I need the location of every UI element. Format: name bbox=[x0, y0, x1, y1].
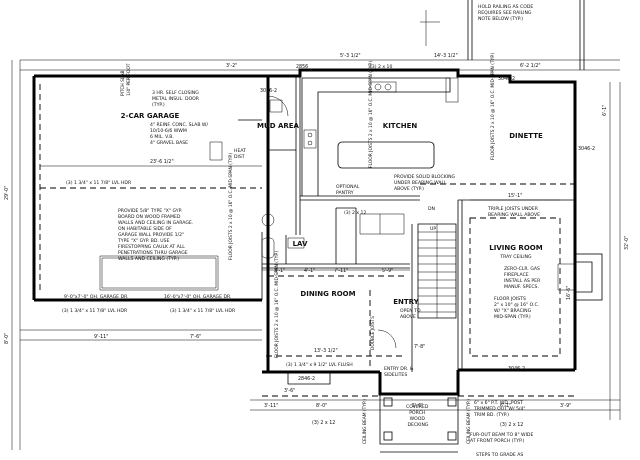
dinette-label: DINETTE bbox=[509, 132, 543, 140]
kitchen-area bbox=[301, 77, 575, 196]
dimension-mid-5: 9'-11" bbox=[94, 334, 108, 340]
window-tag: 3046-2 bbox=[508, 366, 525, 372]
open-to-above-note: OPEN TO ABOVE bbox=[400, 308, 422, 320]
furout-note: FUR-OUT BEAM TO 8" WIDE AT FRONT PORCH (… bbox=[470, 432, 535, 444]
beam-small-label: (3) 2 x 12 bbox=[344, 210, 366, 216]
dimension-bottom-2: 8'-0" bbox=[316, 403, 327, 409]
lav-stair-area bbox=[261, 213, 457, 319]
window-tag: 3046-2 bbox=[260, 88, 277, 94]
garage-door-2-label: 16'-0"x7'-0" OH. GARAGE DR. bbox=[164, 294, 232, 300]
dimension-left-2: 8'-0" bbox=[4, 333, 10, 344]
solid-blocking-note: PROVIDE SOLID BLOCKING UNDER BEARING WAL… bbox=[394, 174, 457, 192]
dimension-living-width: 15'-1" bbox=[508, 193, 522, 199]
steps-note: STEPS TO GRADE AS bbox=[476, 452, 523, 458]
dn-label: DN bbox=[428, 206, 435, 212]
dimension-bottom-3: 5'-6" bbox=[412, 403, 423, 409]
exterior-walls bbox=[32, 68, 577, 396]
beam-top-label: (3) 2 x 10 bbox=[370, 64, 392, 70]
dimension-top-4: 3'-2" bbox=[226, 63, 237, 69]
heat-dist-note: HEAT DIST bbox=[234, 148, 247, 160]
dimension-lines bbox=[11, 59, 621, 450]
dining-area bbox=[266, 275, 404, 368]
entry-label: ENTRY bbox=[393, 298, 419, 306]
slab-note: 4" REINF. CONC. SLAB W/ 10/10-6/6 WWM 6 … bbox=[150, 122, 210, 146]
interior-walls bbox=[261, 76, 575, 372]
dimension-dining-width: 13'-3 1/2" bbox=[314, 348, 338, 354]
kitchen-joists-note: FLOOR JOISTS 2 x 10 @ 16" O.C. MID-SPAN … bbox=[368, 60, 374, 168]
dimension-right-2: 32'-0" bbox=[624, 236, 630, 250]
dimension-entry-width: 7'-8" bbox=[414, 344, 425, 350]
up-label: UP bbox=[430, 226, 436, 232]
dimension-top-1: 5'-3 1/2" bbox=[340, 53, 361, 59]
garage-header-note-2: (3) 1 3/4" x 11 7/8" LVL HDR bbox=[62, 308, 128, 314]
kitchen-label: KITCHEN bbox=[383, 122, 418, 130]
dimension-top-2: 14'-3 1/2" bbox=[434, 53, 458, 59]
fireplace-note: ZERO-CLR. GAS FIREPLACE INSTALL AS PER M… bbox=[504, 266, 542, 290]
lav-label: LAV bbox=[293, 240, 308, 248]
covered-porch-label: COVERED PORCH WOOD DECKING bbox=[406, 404, 430, 428]
tray-ceiling-note: TRAY CEILING bbox=[499, 254, 532, 260]
dimension-right-1: 6'-1" bbox=[602, 105, 608, 116]
dining-joists-note: FLOOR JOISTS 2 x 10 @ 16" O.C. MID-SPAN … bbox=[274, 250, 280, 358]
dimension-mid-6: 7'-6" bbox=[190, 334, 201, 340]
living-area bbox=[469, 217, 603, 357]
dimension-bottom-1: 3'-11" bbox=[264, 403, 278, 409]
living-room-label: LIVING ROOM bbox=[489, 244, 542, 252]
dining-room-label: DINING ROOM bbox=[300, 290, 355, 298]
dimension-left-1: 29'-0" bbox=[4, 186, 10, 200]
porch-area bbox=[262, 372, 575, 453]
dimension-bottom-4: 6'-1" bbox=[500, 403, 511, 409]
railing-note: HOLD RAILING AS CODE REQUIRES SEE RAILIN… bbox=[478, 4, 535, 22]
dimension-garage-width: 23'-6 1/2" bbox=[150, 159, 174, 165]
window-tag: 3046-2 bbox=[498, 76, 515, 82]
dimension-porch-2: (3) 2 x 12 bbox=[312, 420, 335, 426]
garage-header-note: (3) 1 3/4" x 11 7/8" LVL HDR bbox=[66, 180, 132, 186]
mud-area-label: MUD AREA bbox=[257, 122, 299, 130]
garage-door-1-label: 9'-0"x7'-0" OH. GARAGE DR. bbox=[64, 294, 129, 300]
pitch-slab-note: PITCH SLAB 1/4" PER FOOT bbox=[120, 63, 132, 96]
entry-door-note: ENTRY DR. & SIDELITES bbox=[384, 366, 415, 378]
flush-beam-note: (3) 1 3/4" x 9 1/2" LVL FLUSH bbox=[286, 362, 353, 368]
dimension-porch-3: (3) 2 x 12 bbox=[500, 422, 523, 428]
dimension-living-depth: 16'-6" bbox=[566, 286, 572, 300]
ceiling-beam-note-2: CEILING BEAM (TYP.) bbox=[466, 399, 472, 444]
garage-header-note-3: (3) 1 3/4" x 11 7/8" LVL HDR bbox=[170, 308, 236, 314]
window-tag: 2856 bbox=[296, 64, 308, 70]
dimension-top-3: 6'-2 1/2" bbox=[520, 63, 541, 69]
window-tag: 3046-2 bbox=[578, 146, 595, 152]
living-floor-joists-note: FLOOR JOISTS 2" x 10" @ 16" O.C. W/ "X" … bbox=[494, 296, 541, 320]
garage-joists-note: FLOOR JOISTS 2 x 10 @ 16" O.C. MID-SPAN … bbox=[228, 152, 234, 260]
dimension-mid-2: 4'-1" bbox=[304, 268, 315, 274]
dimension-porch-1: 3'-6" bbox=[284, 388, 295, 394]
double-joists-note: DOUBLE JOISTS bbox=[370, 316, 376, 350]
garage-area bbox=[39, 84, 289, 292]
triple-joists-note: TRIPLE JOISTS UNDER BEARING WALL ABOVE bbox=[487, 206, 540, 218]
gyp-board-note: PROVIDE 5/8" TYPE "X" GYP. BOARD ON WOOD… bbox=[117, 208, 195, 262]
dimension-mid-4: 5'-9" bbox=[382, 268, 393, 274]
dimension-mid-1: 3'-1" bbox=[274, 268, 285, 274]
dimension-mid-3: 7'-11" bbox=[334, 268, 348, 274]
garage-label: 2-CAR GARAGE bbox=[121, 112, 180, 120]
dimension-bottom-5: 3'-9" bbox=[560, 403, 571, 409]
ceiling-beam-note-1: CEILING BEAM (TYP.) bbox=[362, 399, 368, 444]
optional-pantry-note: OPTIONAL PANTRY bbox=[336, 184, 361, 196]
door-note: 3 HR. SELF CLOSING METAL INSUL. DOOR (TY… bbox=[152, 90, 200, 108]
window-tag: 2846-2 bbox=[298, 376, 315, 382]
dinette-joists-note: FLOOR JOISTS 2 x 10 @ 16" O.C. MID-SPAN … bbox=[490, 52, 496, 160]
top-railing bbox=[420, 0, 585, 70]
post-note: 6" x 6" P.T. WD. POST TRIMMED OUT W/ 5/4… bbox=[473, 400, 527, 418]
